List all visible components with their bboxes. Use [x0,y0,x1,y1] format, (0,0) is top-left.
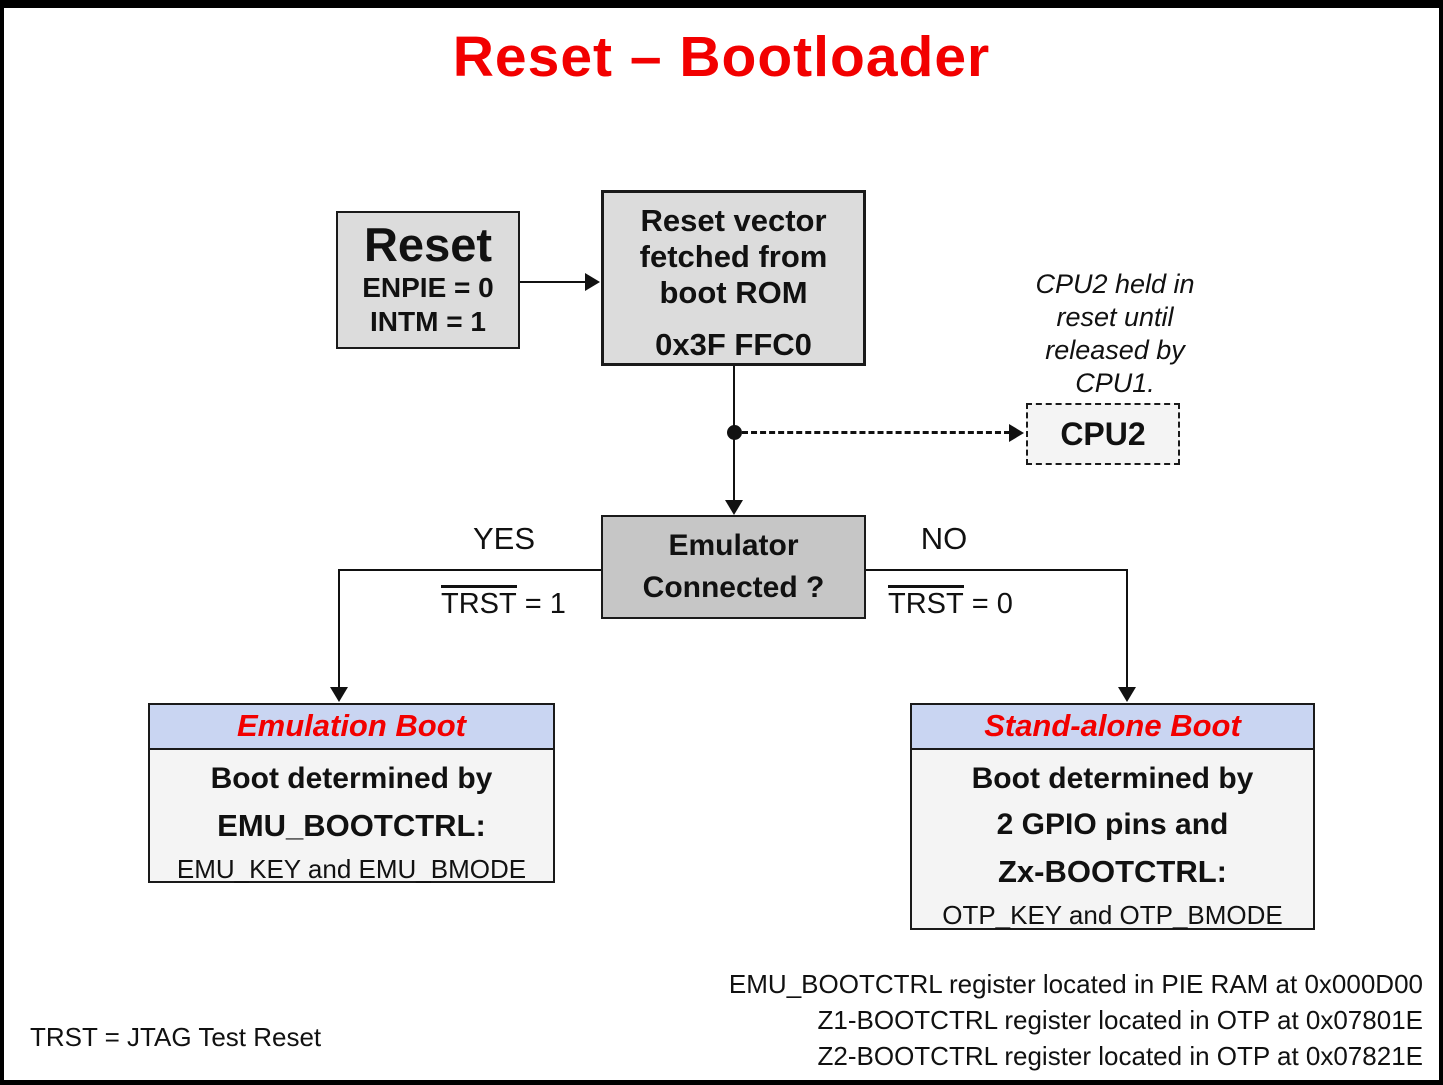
reset-node: Reset ENPIE = 0 INTM = 1 [336,211,520,349]
cpu2-note-line-2: reset until [1056,302,1174,332]
reset-vector-node: Reset vector fetched from boot ROM 0x3F … [601,190,866,366]
footnote-register-z2: Z2-BOOTCTRL register located in OTP at 0… [817,1041,1423,1071]
arrowhead-to-emulation-boot [330,687,348,702]
connector-reset-to-vector [520,281,586,283]
trst-overline-no: TRST [888,585,964,619]
emulation-boot-line-2: EMU_BOOTCTRL: [217,808,486,843]
junction-dot [727,425,742,440]
cpu2-note-line-1: CPU2 held in [1035,269,1195,299]
standalone-boot-header: Stand-alone Boot [912,705,1313,750]
reset-vector-address: 0x3F FFC0 [655,327,812,362]
emulation-boot-line-1: Boot determined by [210,762,493,795]
reset-node-title: Reset [363,218,492,271]
standalone-boot-node: Stand-alone Boot Boot determined by 2 GP… [910,703,1315,930]
footnote-register-emu: EMU_BOOTCTRL register located in PIE RAM… [728,969,1423,999]
emulation-boot-line-3: EMU_KEY and EMU_BMODE [176,854,527,884]
emulation-boot-header: Emulation Boot [150,705,553,750]
cpu2-node: CPU2 [1026,403,1180,465]
arrowhead-to-standalone-boot [1118,687,1136,702]
footnote-trst: TRST = JTAG Test Reset [30,1022,322,1052]
reset-node-line-intm: INTM = 1 [370,306,486,337]
arrowhead-to-cpu2 [1009,424,1024,442]
trst-overline-yes: TRST [441,585,517,619]
yes-branch-vline [338,569,340,689]
emulator-connected-decision: Emulator Connected ? [601,515,866,619]
footnote-registers: EMU_BOOTCTRL register located in PIE RAM… [729,966,1423,1074]
standalone-boot-line-4: OTP_KEY and OTP_BMODE [942,900,1283,930]
arrowhead-reset-to-vector [585,273,600,291]
trst-value-yes: = 1 [524,588,566,620]
no-branch-condition: TRST = 0 [888,585,1013,621]
emulation-boot-node: Emulation Boot Boot determined by EMU_BO… [148,703,555,884]
yes-branch-hline [339,569,601,571]
standalone-boot-line-1: Boot determined by [971,762,1254,795]
no-branch-label: NO [920,521,968,556]
decision-line-2: Connected ? [642,571,825,604]
reset-vector-line-3: boot ROM [659,275,808,310]
reset-vector-line-2: fetched from [639,239,828,274]
trst-value-no: = 0 [971,588,1013,620]
reset-vector-line-1: Reset vector [640,203,827,238]
standalone-boot-line-2: 2 GPIO pins and [996,808,1229,841]
cpu2-note-line-4: CPU1. [1075,368,1155,398]
no-branch-vline [1126,569,1128,689]
cpu2-note-line-3: released by [1045,335,1185,365]
decision-line-1: Emulator [668,529,799,562]
dashed-connector-to-cpu2 [742,431,1010,434]
yes-branch-condition: TRST = 1 [441,585,566,621]
arrowhead-vector-to-decision [725,500,743,515]
standalone-boot-line-3: Zx-BOOTCTRL: [997,854,1228,889]
footnote-register-z1: Z1-BOOTCTRL register located in OTP at 0… [817,1005,1423,1035]
reset-node-line-enpie: ENPIE = 0 [362,272,494,303]
yes-branch-label: YES [472,521,536,556]
no-branch-hline [866,569,1128,571]
page-title: Reset – Bootloader [452,25,991,89]
cpu2-note: CPU2 held in reset until released by CPU… [1010,268,1220,400]
